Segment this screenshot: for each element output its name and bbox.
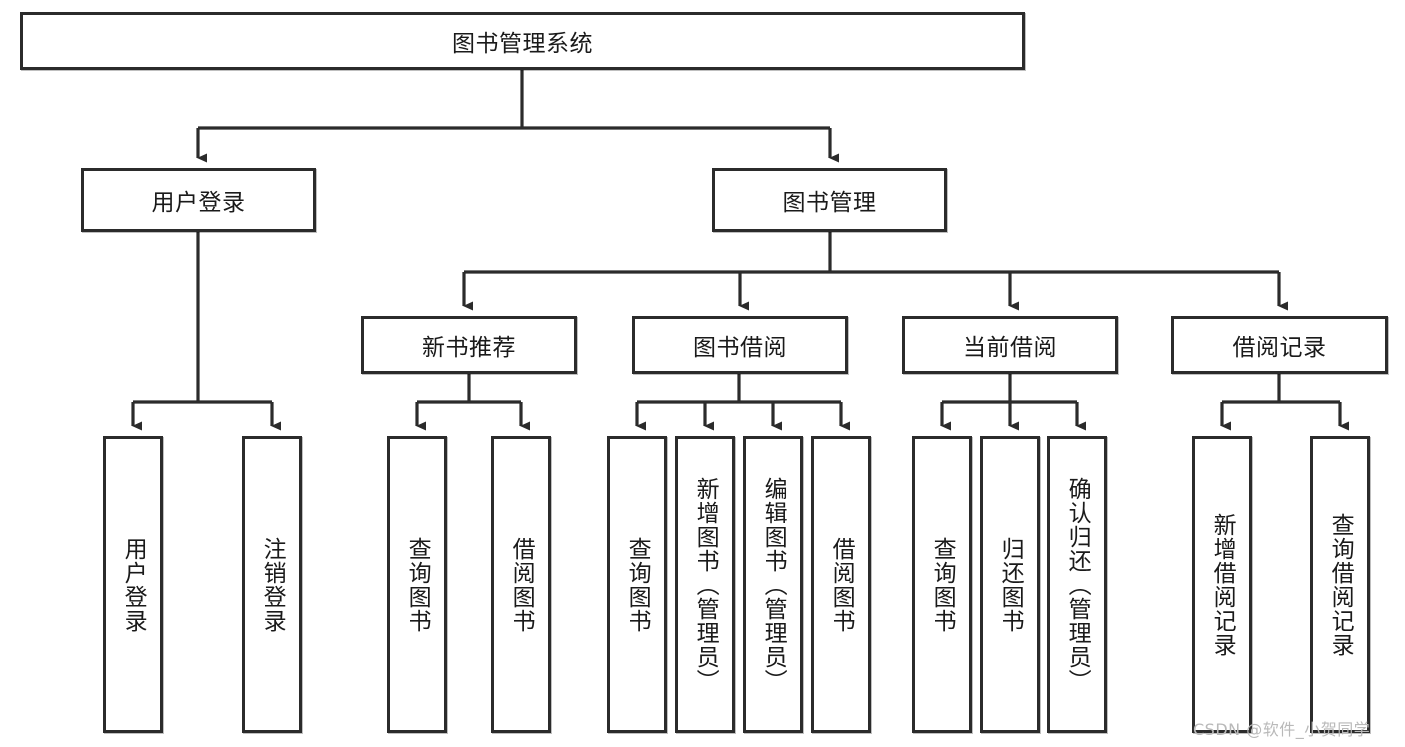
node-leaf-query-book-1-label: 查询图书 [404,536,431,633]
node-leaf-query-book-2[interactable]: 查询图书 [607,436,667,733]
node-leaf-user-logout-label: 注销登录 [259,536,286,633]
node-new-book-recommend[interactable]: 新书推荐 [361,316,577,374]
node-user-login-label: 用户登录 [151,190,246,216]
node-leaf-edit-book-label: 编辑图书（管理员） [760,476,787,693]
node-borrow-record[interactable]: 借阅记录 [1171,316,1388,374]
node-root[interactable]: 图书管理系统 [20,12,1025,70]
node-leaf-borrow-book-2-label: 借阅图书 [828,536,855,633]
node-leaf-query-book-3[interactable]: 查询图书 [912,436,972,733]
node-leaf-edit-book[interactable]: 编辑图书（管理员） [743,436,803,733]
node-leaf-borrow-book-1-label: 借阅图书 [508,536,535,633]
node-borrow-record-label: 借阅记录 [1232,335,1327,361]
node-book-manage-label: 图书管理 [782,190,877,216]
node-leaf-confirm-return-label: 确认归还（管理员） [1064,476,1091,693]
node-leaf-return-book-label: 归还图书 [997,536,1024,633]
csdn-watermark: CSDN @软件_小贺同学 [1193,720,1371,739]
node-book-borrow-label: 图书借阅 [693,335,787,361]
node-leaf-add-book[interactable]: 新增图书（管理员） [675,436,735,733]
node-leaf-query-book-2-label: 查询图书 [624,536,651,633]
node-current-borrow-label: 当前借阅 [963,335,1057,361]
node-leaf-add-record[interactable]: 新增借阅记录 [1192,436,1252,733]
node-leaf-query-book-1[interactable]: 查询图书 [387,436,447,733]
node-new-book-recommend-label: 新书推荐 [422,335,516,361]
node-book-borrow[interactable]: 图书借阅 [632,316,848,374]
node-current-borrow[interactable]: 当前借阅 [902,316,1118,374]
node-leaf-return-book[interactable]: 归还图书 [980,436,1040,733]
node-leaf-user-login[interactable]: 用户登录 [103,436,163,733]
node-leaf-borrow-book-2[interactable]: 借阅图书 [811,436,871,733]
node-leaf-add-book-label: 新增图书（管理员） [692,476,719,693]
node-leaf-query-book-3-label: 查询图书 [929,536,956,633]
node-leaf-user-login-label: 用户登录 [120,536,147,633]
node-root-label: 图书管理系统 [452,31,593,57]
node-leaf-query-record[interactable]: 查询借阅记录 [1310,436,1370,733]
node-leaf-add-record-label: 新增借阅记录 [1209,512,1236,657]
node-leaf-query-record-label: 查询借阅记录 [1327,512,1354,657]
node-leaf-confirm-return[interactable]: 确认归还（管理员） [1047,436,1107,733]
node-leaf-user-logout[interactable]: 注销登录 [242,436,302,733]
node-leaf-borrow-book-1[interactable]: 借阅图书 [491,436,551,733]
node-user-login[interactable]: 用户登录 [81,168,316,232]
node-book-manage[interactable]: 图书管理 [712,168,947,232]
